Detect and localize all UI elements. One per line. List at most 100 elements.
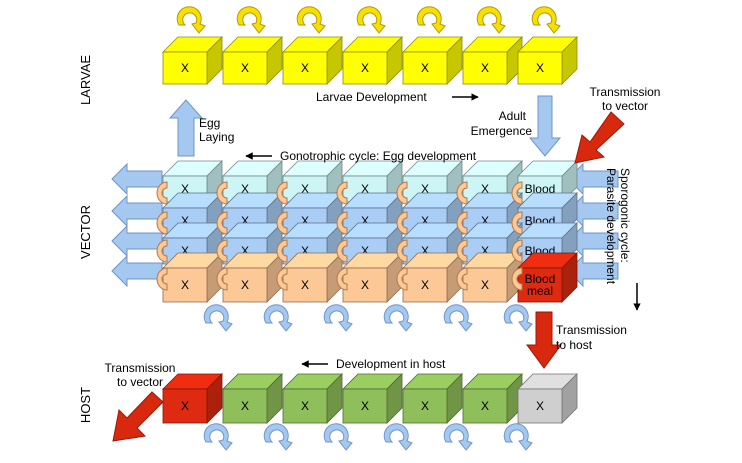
vector-right-arrows [567,162,619,288]
larvae-box: X [282,36,343,85]
development-in-host-label: Development in host [336,357,446,371]
vector-hook [396,181,408,205]
transmission-to-host-arrow [526,311,562,369]
vector-egg-box: X [342,252,403,303]
vector-hook-arrows [156,181,523,291]
larvae-box: X [162,36,223,85]
box-label: X [481,244,489,258]
vector-curved-arrow [503,304,533,332]
vector-hook [396,239,408,263]
vector-hook [336,267,348,291]
adult-label: Adult [499,109,527,123]
host-red-box: X [162,373,223,424]
transmission-to-vector-left-line1: Transmission [105,361,176,375]
box-label: X [241,214,249,228]
transmission-to-vector-top-line1: Transmission [590,85,661,99]
vector-curved-arrow [203,304,233,332]
yellow-curved-arrow [296,6,326,34]
box-label: X [361,182,369,196]
vector-hook [156,211,168,235]
vector-box: X [162,160,223,203]
host-rotation-arrows [203,423,533,451]
vector-hook [456,267,468,291]
vector-egg-box: X [222,252,283,303]
transmission-to-vector-top-arrow [574,111,625,164]
vector-hook [156,239,168,263]
box-label: X [361,214,369,228]
vector-hook [511,239,523,263]
vector-hook [396,211,408,235]
vector-right-arrow [567,162,619,196]
transmission-to-host-line1: Transmission [556,323,627,337]
host-curved-arrow [323,423,353,451]
yellow-curved-arrow [176,6,206,34]
vector-egg-box: X [402,252,463,303]
box-label: X [536,61,544,75]
vector-left-arrow [111,162,163,196]
box-label: X [421,214,429,228]
box-label: X [421,182,429,196]
vector-curved-arrow [443,304,473,332]
box-label: X [301,61,309,75]
vector-hook [456,211,468,235]
box-label: X [181,278,189,292]
box-label: X [181,182,189,196]
box-label: X [301,182,309,196]
host-box: X [222,373,283,424]
yellow-curved-arrow [236,6,266,34]
larvae-box: X [402,36,463,85]
vector-hook [336,239,348,263]
egg-label: Egg [199,116,220,130]
transmission-to-host-line2: to host [556,338,593,352]
box-label: X [481,399,489,413]
row-label-larvae: LARVAE [78,55,93,105]
host-curved-arrow [263,423,293,451]
vector-hook [276,211,288,235]
box-label: Blood [525,182,556,196]
yellow-curved-arrow [531,6,561,34]
vector-hook [156,267,168,291]
gonotrophic-label: Gonotrophic cycle: Egg development [280,149,477,163]
box-label: X [181,61,189,75]
vector-hook [156,181,168,205]
yellow-curved-arrow [476,6,506,34]
box-label: X [301,399,309,413]
transmission-to-vector-left-line2: to vector [117,375,163,389]
box-label: X [301,214,309,228]
vector-left-arrows [111,162,163,288]
box-label: X [421,61,429,75]
host-curved-arrow [503,423,533,451]
box-label: X [481,182,489,196]
adult-emergence-arrow [528,95,562,157]
box-label: X [361,61,369,75]
vector-left-arrow [111,194,163,228]
box-label: X [361,244,369,258]
box-label: X [361,278,369,292]
transmission-to-vector-left-arrow [112,391,164,442]
emergence-label: Emergence [471,124,533,138]
box-label: X [241,61,249,75]
host-curved-arrow [443,423,473,451]
box-label: X [241,244,249,258]
yellow-curved-arrow [416,6,446,34]
vector-hook [336,211,348,235]
vector-hook [216,239,228,263]
sporogonic-line2: Parasite development [604,168,618,285]
box-label: X [241,182,249,196]
vector-right-arrow [567,224,619,258]
box-label: X [181,214,189,228]
host-box: X [402,373,463,424]
yellow-curved-arrow [356,6,386,34]
box-label: X [421,399,429,413]
box-label: X [301,278,309,292]
larvae-box: X [222,36,283,85]
larvae-box: X [517,36,578,85]
row-label-vector: VECTOR [78,205,93,259]
box-label: X [421,278,429,292]
vector-rotation-arrows [203,304,533,332]
vector-hook [456,239,468,263]
